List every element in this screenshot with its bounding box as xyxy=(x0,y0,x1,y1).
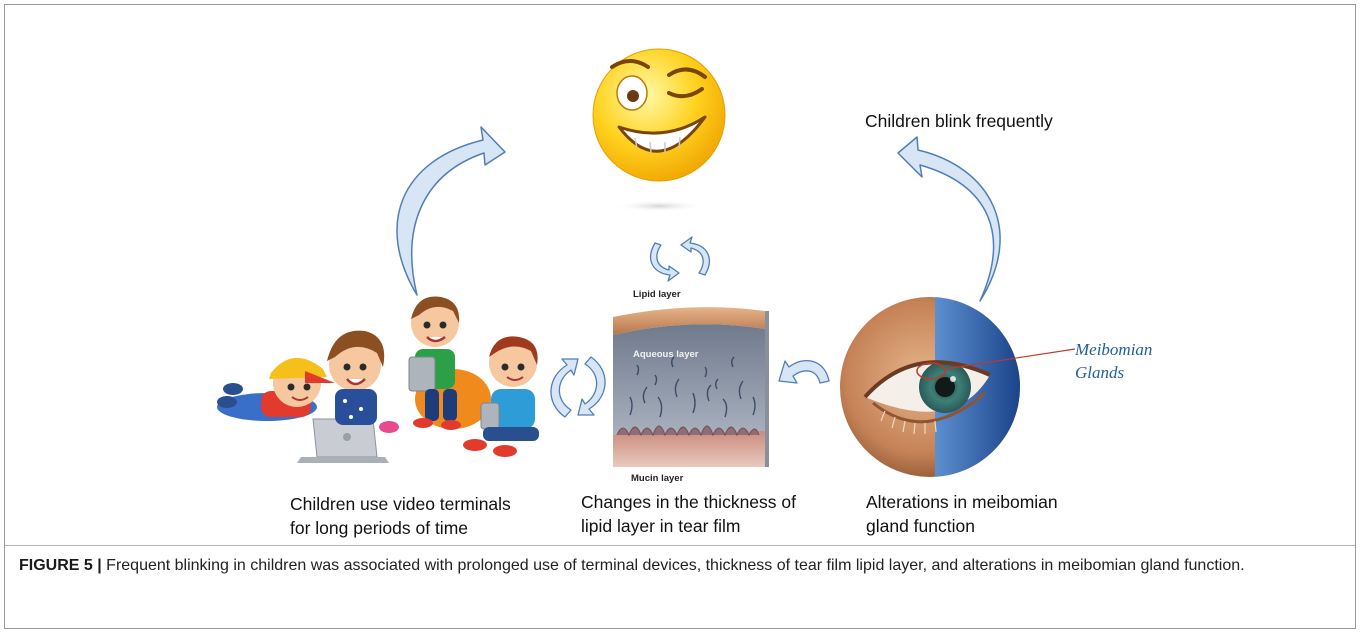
arrow-meibomian-to-blink xyxy=(898,137,1000,301)
arrow-meibomian-to-tear-film xyxy=(779,361,829,383)
aqueous-layer-label: Aqueous layer xyxy=(633,349,698,360)
tear-film-label-line-2: lipid layer in tear film xyxy=(581,514,796,538)
callout-line-1: Meibomian xyxy=(1075,338,1152,361)
callout-line-2: Glands xyxy=(1075,361,1152,384)
figure-number: FIGURE 5 | xyxy=(19,557,102,574)
arrow-children-to-blink xyxy=(397,127,505,295)
meibomian-label-line-2: gland function xyxy=(866,514,1058,538)
tear-film-label: Changes in the thickness of lipid layer … xyxy=(581,490,796,538)
meibomian-label: Alterations in meibomian gland function xyxy=(866,490,1058,538)
figure-frame: Lipid layer Aqueous layer Mucin layer Me… xyxy=(4,4,1356,629)
blink-label: Children blink frequently xyxy=(865,109,1053,133)
caption-text: Frequent blinking in children was associ… xyxy=(102,557,1245,574)
cycle-arrows-top-icon xyxy=(651,237,710,281)
cycle-arrows-left-icon xyxy=(551,357,605,417)
meibomian-glands-callout: Meibomian Glands xyxy=(1075,338,1152,384)
winking-smiley-icon xyxy=(593,49,725,212)
children-label: Children use video terminals for long pe… xyxy=(290,492,511,540)
tear-film-label-line-1: Changes in the thickness of xyxy=(581,490,796,514)
caption-divider xyxy=(5,545,1356,546)
lipid-layer-label: Lipid layer xyxy=(633,289,681,300)
tear-film-illustration xyxy=(613,307,769,467)
figure-caption: FIGURE 5 | Frequent blinking in children… xyxy=(19,554,1339,578)
diagram-canvas xyxy=(5,5,1356,550)
children-using-devices-illustration xyxy=(217,296,539,463)
meibomian-label-line-1: Alterations in meibomian xyxy=(866,490,1058,514)
children-label-line-2: for long periods of time xyxy=(290,516,511,540)
children-label-line-1: Children use video terminals xyxy=(290,492,511,516)
mucin-layer-label: Mucin layer xyxy=(631,473,683,484)
eye-meibomian-illustration xyxy=(840,297,1075,477)
